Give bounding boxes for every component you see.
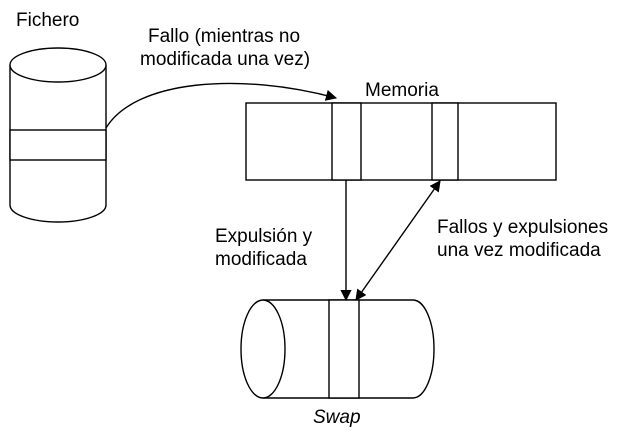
memory-page-slot-1 xyxy=(331,102,362,181)
evict-modified-label-line1: Expulsión y xyxy=(215,226,313,247)
faults-and-evictions-arrow xyxy=(355,180,441,301)
swap-label: Swap xyxy=(313,407,361,428)
memory-block xyxy=(245,102,557,181)
swap-cylinder xyxy=(240,299,435,399)
memory-page-slot-2 xyxy=(431,102,459,181)
evict-modified-label-line2: modificada xyxy=(215,249,307,270)
faults-evictions-label-line1: Fallos y expulsiones xyxy=(437,217,608,238)
swap-page-block xyxy=(328,299,360,399)
file-page-block xyxy=(9,129,107,161)
memory-label: Memoria xyxy=(365,80,439,101)
fault-read-arrow xyxy=(105,82,338,129)
file-label: Fichero xyxy=(16,10,79,31)
fault-read-label-line1: Fallo (mientras no xyxy=(148,26,300,47)
faults-evictions-label-line2: una vez modificada xyxy=(437,240,601,261)
file-cylinder xyxy=(9,47,107,223)
fault-read-label-line2: modificada una vez) xyxy=(140,49,310,70)
